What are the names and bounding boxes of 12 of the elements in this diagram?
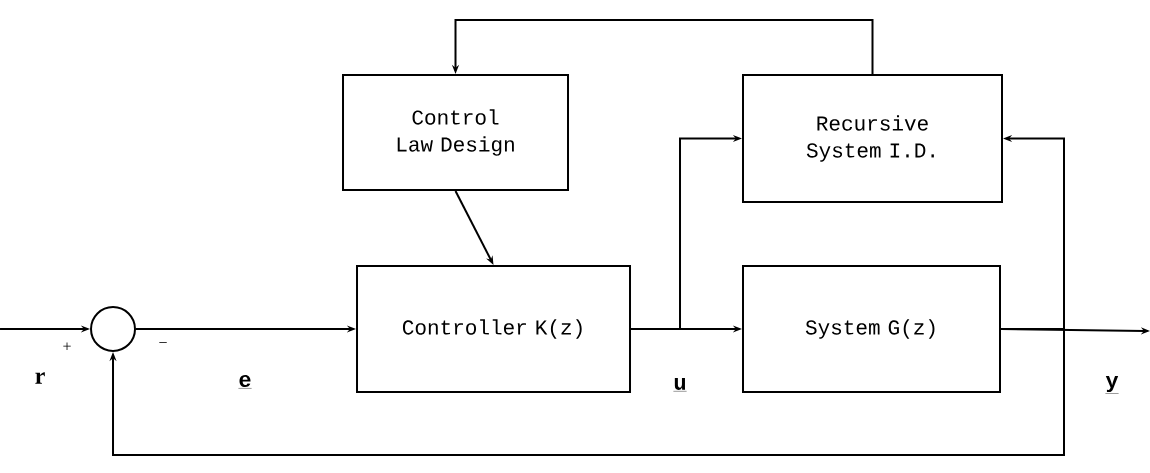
- block-box: Recursive System I.D.: [742, 74, 1003, 203]
- arrow: [109, 328, 1065, 456]
- block-box: System G(z): [742, 265, 1001, 393]
- sign-label: +: [63, 342, 71, 350]
- signal-label: y: [1105, 375, 1119, 394]
- block-box: Controller K(z): [356, 265, 631, 393]
- signal-label: e: [238, 374, 252, 389]
- signal-label: u: [673, 378, 687, 392]
- block-box: Control Law Design: [342, 74, 569, 191]
- signal-label: r: [35, 372, 45, 384]
- sign-label: −: [159, 342, 167, 343]
- summing-junction: [90, 306, 136, 352]
